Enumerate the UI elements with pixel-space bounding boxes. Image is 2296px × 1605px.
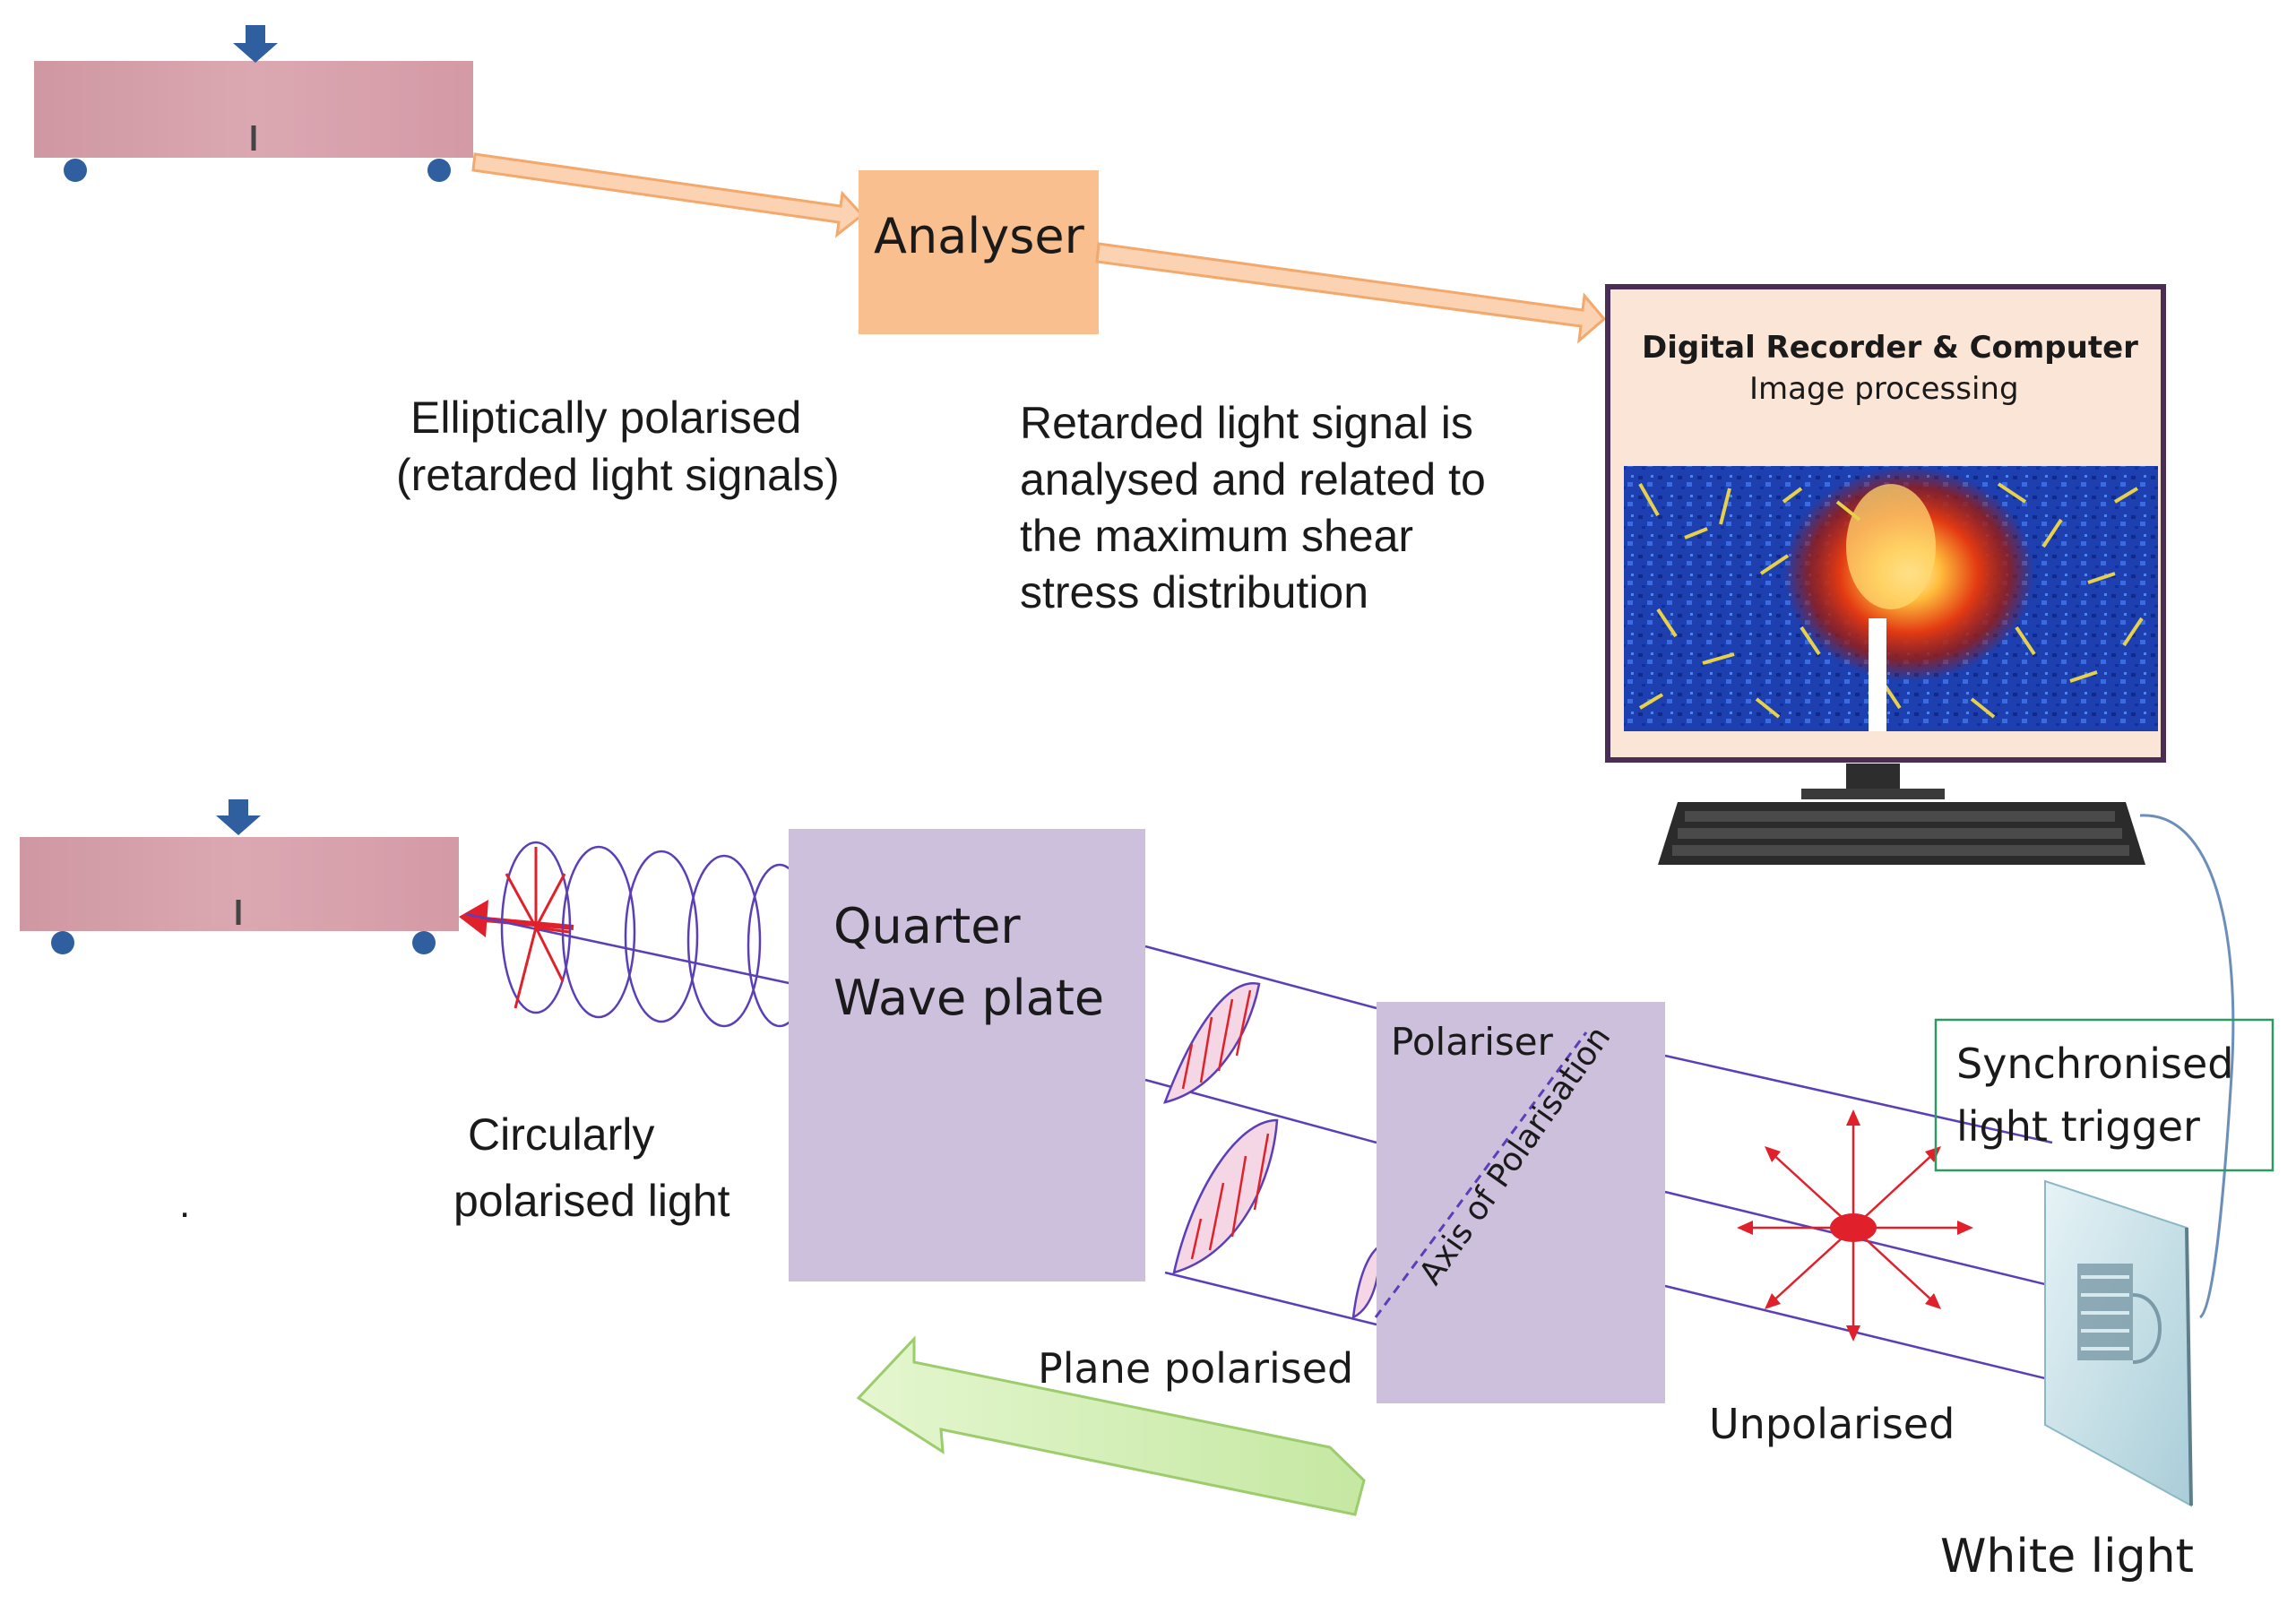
support-left-2 — [51, 931, 74, 954]
polariser-label: Polariser — [1391, 1020, 1553, 1064]
monitor-subtitle: Image processing — [1749, 371, 2019, 407]
quarter-wave-label-line2: Wave plate — [833, 970, 1105, 1026]
retarded-label-line3: the maximum shear — [1020, 511, 1414, 561]
quarter-wave-label-line1: Quarter — [833, 898, 1021, 954]
quarter-wave-plate-box — [789, 829, 1145, 1281]
load-arrow-icon — [233, 25, 278, 63]
retarded-label-line2: analysed and related to — [1020, 454, 1486, 505]
plane-polarised-wave — [1162, 982, 1382, 1320]
circular-label-line2: polarised light — [453, 1176, 730, 1226]
green-return-arrow-icon — [856, 1335, 1366, 1516]
retarded-label-line1: Retarded light signal is — [1020, 398, 1473, 448]
monitor — [1605, 284, 2235, 1319]
incident-arrow-icon — [459, 900, 574, 937]
load-arrow-icon-2 — [216, 799, 261, 835]
plane-polarised-label: Plane polarised — [1038, 1344, 1354, 1393]
white-light-label: White light — [1940, 1530, 2194, 1583]
trigger-box — [1934, 1018, 2274, 1172]
elliptical-label-line2: (retarded light signals) — [396, 450, 840, 500]
beam-arrow-2 — [1095, 242, 1607, 344]
unpolarised-starburst-icon — [1737, 1109, 1973, 1342]
support-right — [427, 159, 451, 182]
trigger-cable — [2139, 814, 2235, 1319]
white-light-lamp-icon — [2044, 1179, 2193, 1507]
analyser-box — [859, 170, 1099, 334]
circular-polarisation-helix — [465, 841, 813, 1028]
beam-arrow-1 — [471, 152, 865, 238]
circular-vector-arrows — [505, 847, 570, 1009]
monitor-title: Digital Recorder & Computer — [1642, 330, 2138, 366]
sync-trigger-label-line2: light trigger — [1956, 1102, 2200, 1151]
support-right-2 — [412, 931, 436, 954]
polariser-box — [1377, 1002, 1665, 1403]
retarded-label-line4: stress distribution — [1020, 567, 1369, 617]
bottom-specimen — [20, 799, 459, 954]
sync-trigger-label-line1: Synchronised — [1956, 1040, 2234, 1088]
stress-image — [1624, 466, 2158, 731]
polarisation-axis-line — [1374, 1031, 1588, 1318]
unpolarised-label: Unpolarised — [1709, 1400, 1955, 1448]
beam-lines — [1144, 945, 2053, 1382]
circular-label-line1: Circularly — [468, 1109, 655, 1160]
stray-dot: . — [179, 1182, 191, 1226]
analyser-label: Analyser — [874, 208, 1084, 264]
top-specimen — [34, 25, 473, 182]
support-left — [64, 159, 87, 182]
elliptical-label-line1: Elliptically polarised — [410, 393, 802, 443]
